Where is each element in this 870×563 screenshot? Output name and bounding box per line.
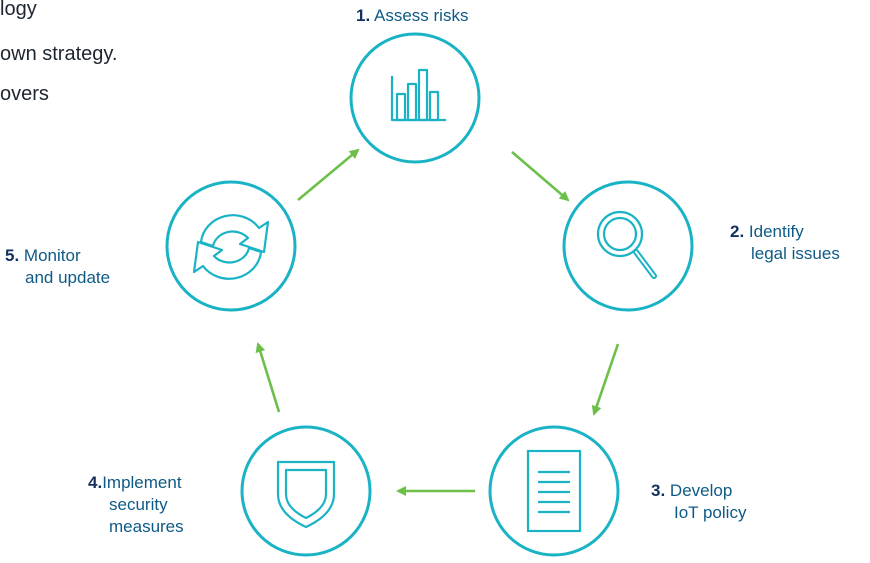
- step-5-text-line-2: and update: [25, 268, 111, 287]
- magnifier-icon: [596, 210, 657, 279]
- step-2-text-line-2: legal issues: [751, 244, 840, 263]
- arrow-5-to-1: [297, 148, 360, 201]
- arrow-4-to-5: [255, 342, 281, 413]
- intro-line: own strategy.: [0, 43, 118, 65]
- step-1-node: [349, 32, 481, 164]
- step-4-number: 4.: [88, 473, 103, 492]
- intro-line: overs: [0, 83, 49, 105]
- arrow-1-to-2: [511, 151, 570, 202]
- step-1-label: 1. Assess risks: [356, 5, 468, 27]
- step-5-circle: [165, 180, 297, 312]
- step-2-text-line-1: Identify: [748, 222, 804, 241]
- step-3-label: 3. Develop IoT policy: [651, 480, 746, 524]
- step-5-label: 5. Monitor and update: [5, 245, 110, 289]
- step-3-text-line-2: IoT policy: [674, 503, 747, 522]
- step-5-node: [165, 180, 297, 312]
- document-icon: [526, 449, 582, 533]
- step-3-text-line-1: Develop: [669, 481, 733, 500]
- step-2-number: 2.: [730, 222, 745, 241]
- step-5-number: 5.: [5, 246, 20, 265]
- step-2-label: 2. Identify legal issues: [730, 221, 840, 265]
- step-4-text-line-2: security: [109, 495, 168, 514]
- step-1-number: 1.: [356, 6, 371, 25]
- step-3-number: 3.: [651, 481, 666, 500]
- step-1-text: Assess risks: [373, 6, 469, 25]
- step-4-circle: [240, 425, 372, 557]
- step-2-circle: [562, 180, 694, 312]
- step-3-node: [488, 425, 620, 557]
- step-4-node: [240, 425, 372, 557]
- shield-icon: [276, 460, 336, 529]
- step-4-text-line-1: Implement: [102, 473, 182, 492]
- step-4-text-line-3: measures: [109, 517, 184, 536]
- cycle-arrows: [255, 148, 620, 496]
- step-4-label: 4.Implement security measures: [88, 472, 184, 538]
- bar-chart-icon: [390, 68, 446, 122]
- intro-line: logy: [0, 0, 37, 20]
- refresh-icon: [192, 214, 270, 280]
- arrow-2-to-3: [591, 343, 620, 416]
- step-5-text-line-1: Monitor: [23, 246, 81, 265]
- step-2-node: [562, 180, 694, 312]
